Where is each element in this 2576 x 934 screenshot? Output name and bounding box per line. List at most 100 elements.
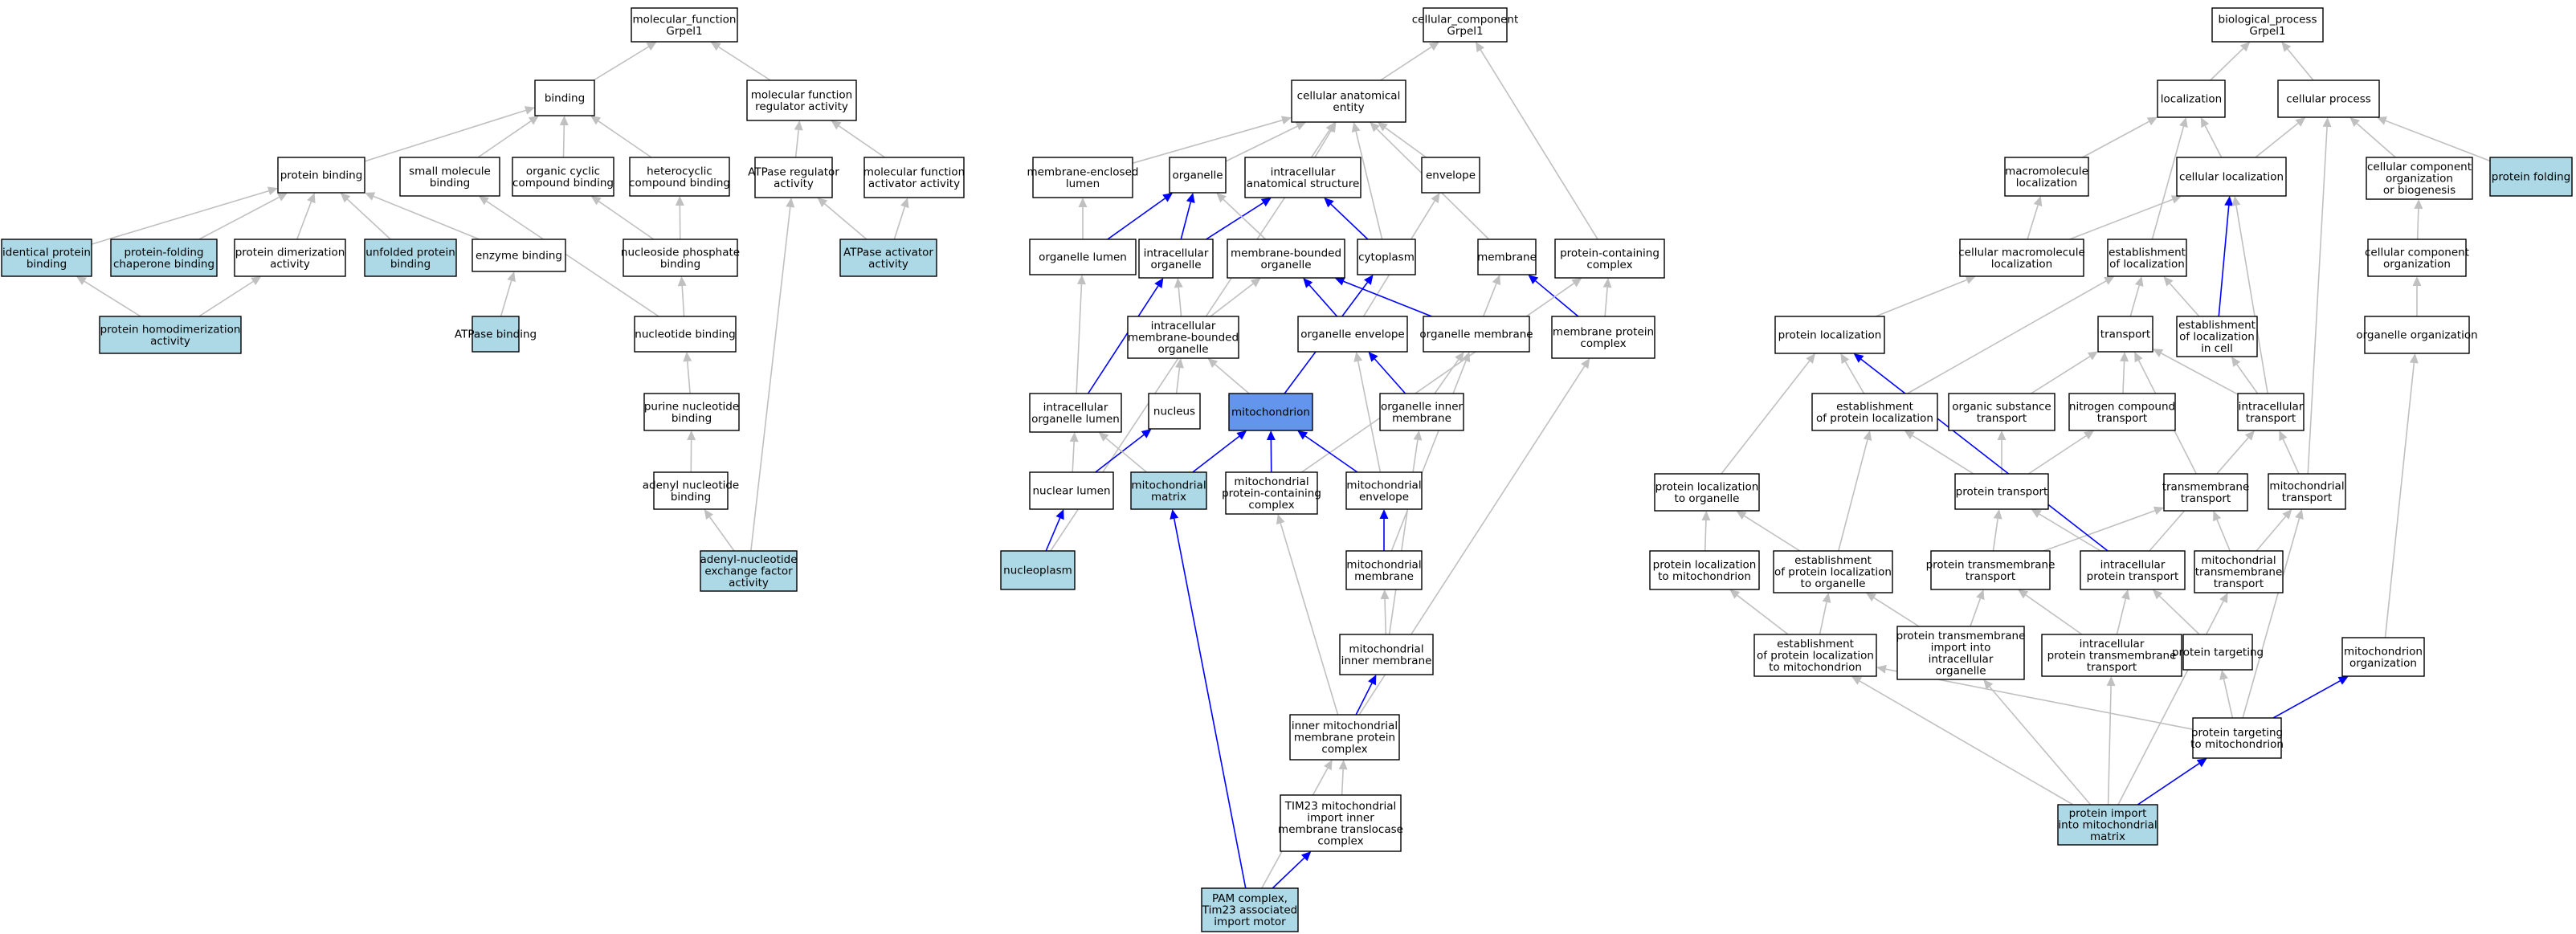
arrowhead-protloc-to-cellmacroloc <box>1965 275 1976 284</box>
node-atpbind[interactable]: ATPase binding <box>455 316 537 353</box>
arrowhead-prottargmito-to-mitotrans <box>2295 509 2304 520</box>
node-protloc[interactable]: protein localization <box>1774 316 1885 354</box>
node-organelle[interactable]: organelle <box>1169 157 1227 194</box>
node-orgorg[interactable]: organelle organization <box>2356 316 2478 354</box>
node-protfolding[interactable]: protein folding <box>2489 157 2573 197</box>
node-orgmem[interactable]: organelle membrane <box>1419 316 1533 353</box>
node-cellloc[interactable]: cellular localization <box>2176 157 2287 197</box>
arrowhead-innermitocomplex-to-mitoprotcomplex <box>1276 514 1285 525</box>
node-envelope[interactable]: envelope <box>1421 157 1480 194</box>
node-orgenv[interactable]: organelle envelope <box>1297 316 1408 353</box>
node-box-smallmol <box>399 157 500 197</box>
node-localization[interactable]: localization <box>2157 80 2226 118</box>
edge-ccorgbio-to-cellproc <box>2356 123 2396 158</box>
node-mito[interactable]: mitochondrion <box>1228 393 1313 431</box>
node-label-nitro: nitrogen compound <box>2069 400 2175 413</box>
node-membrane[interactable]: membrane <box>1477 239 1537 275</box>
node-protbind[interactable]: protein binding <box>277 157 365 194</box>
node-label-mitomatrix: matrix <box>1151 491 1186 504</box>
node-transport[interactable]: transport <box>2097 316 2153 353</box>
node-nuclumen[interactable]: nuclear lumen <box>1029 471 1114 510</box>
edge-nucleotide-to-smallmol <box>486 201 659 317</box>
node-binding[interactable]: binding <box>534 80 595 116</box>
node-cellproc[interactable]: cellular process <box>2277 80 2380 118</box>
node-label-memprotcomplex: membrane protein <box>1553 325 1654 338</box>
edge-enzyme-to-protbind <box>373 195 480 240</box>
node-box-protbind <box>277 157 365 194</box>
node-prottargeting[interactable]: protein targeting <box>2172 634 2264 671</box>
node-nucleotide[interactable]: nucleotide binding <box>634 316 737 353</box>
node-orglumen[interactable]: organelle lumen <box>1029 239 1137 275</box>
node-cytoplasm[interactable]: cytoplasm <box>1357 239 1416 275</box>
arrowhead-prottargeting-to-intraprottrans <box>2152 589 2163 600</box>
node-nucleus[interactable]: nucleus <box>1148 393 1201 430</box>
node-prottrans[interactable]: protein transport <box>1954 473 2049 510</box>
node-nucleoplasm[interactable]: nucleoplasm <box>1000 550 1076 590</box>
node-enzyme[interactable]: enzyme binding <box>472 239 566 272</box>
node-box-orginner <box>1379 393 1464 431</box>
arrowhead-mito-to-intramembound <box>1207 358 1219 368</box>
